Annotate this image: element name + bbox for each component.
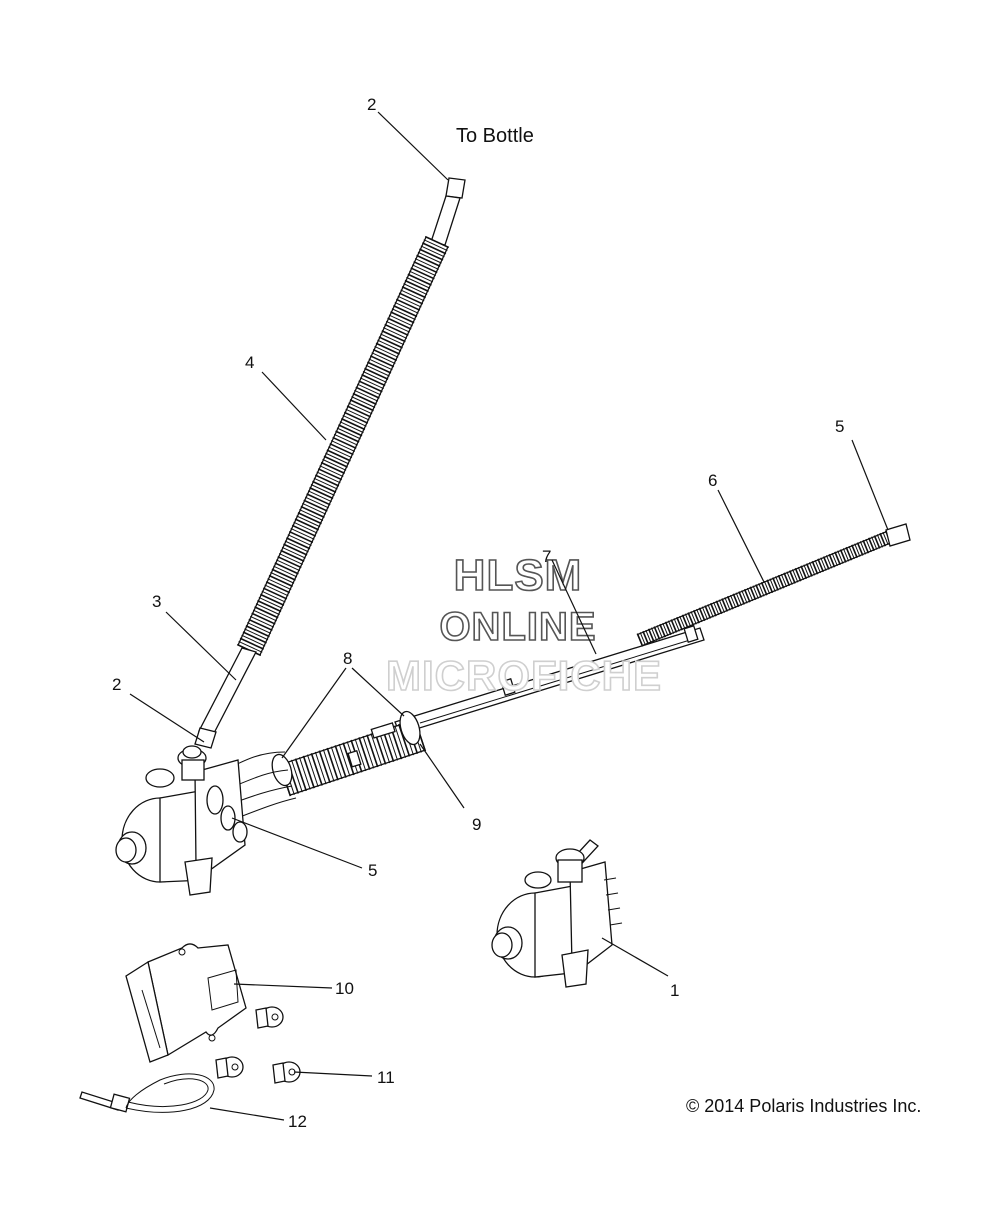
tube-clip — [683, 625, 699, 643]
bracket-plate — [147, 943, 247, 1057]
callout-3: 3 — [152, 592, 161, 611]
sleeve-connector — [347, 750, 362, 768]
upper-fitting — [445, 177, 466, 199]
clamp-8 — [399, 710, 421, 746]
callout-6: 6 — [708, 471, 717, 490]
cable-tie-12 — [79, 1073, 215, 1113]
callouts: 2 4 3 2 5 6 7 8 9 5 1 10 11 12 — [112, 95, 844, 1131]
corrugated-sleeve-6 — [636, 528, 898, 647]
upper-tube-segment — [430, 195, 461, 246]
callout-8: 8 — [343, 649, 352, 668]
callout-4: 4 — [245, 353, 254, 372]
lower-fitting-2 — [194, 727, 217, 749]
pump-body — [194, 759, 246, 871]
lower-tube-3 — [198, 647, 257, 736]
callout-11: 11 — [377, 1068, 395, 1087]
callout-2-top: 2 — [367, 95, 376, 114]
bracket-10 — [125, 943, 247, 1063]
pump-part-1 — [491, 839, 623, 988]
corrugated-sleeve-4 — [236, 235, 450, 657]
hose-to-bottle — [194, 177, 466, 749]
long-hose-assembly — [224, 523, 911, 821]
bolt — [255, 1006, 284, 1029]
bolt — [272, 1061, 301, 1084]
pump-1-body — [569, 861, 613, 969]
caption-to-bottle: To Bottle — [456, 125, 534, 147]
end-fitting-5 — [885, 523, 911, 547]
callout-10: 10 — [335, 979, 354, 998]
watermark: HLSM ONLINE MICROFICHE — [385, 550, 662, 700]
watermark-line3: MICROFICHE — [386, 652, 662, 699]
callout-2-left: 2 — [112, 675, 121, 694]
watermark-line1: HLSM — [454, 551, 583, 600]
bolt — [215, 1056, 244, 1079]
watermark-line2: ONLINE — [439, 605, 596, 649]
callout-1: 1 — [670, 981, 679, 1000]
tube-clip — [500, 678, 516, 696]
callout-5-pump: 5 — [368, 861, 377, 880]
callout-9: 9 — [472, 815, 481, 834]
callout-7: 7 — [542, 547, 551, 566]
copyright: © 2014 Polaris Industries Inc. — [686, 1096, 921, 1116]
leader-lines — [129, 111, 889, 1121]
bracket-flange — [125, 960, 169, 1063]
callout-12: 12 — [288, 1112, 307, 1131]
sleeve-connector — [370, 722, 396, 739]
fasteners-11 — [215, 1006, 301, 1084]
callout-5-right: 5 — [835, 417, 844, 436]
pump-assembled — [115, 745, 248, 896]
